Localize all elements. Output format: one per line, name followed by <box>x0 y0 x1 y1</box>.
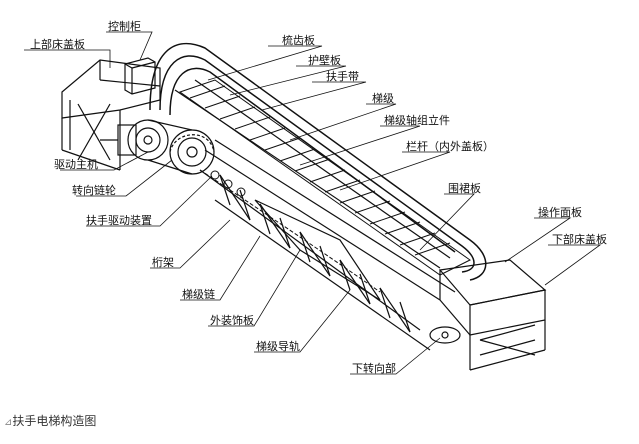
label-guard-panel: 护壁板 <box>308 54 341 67</box>
leader-lines <box>24 31 602 375</box>
lower-landing <box>429 259 547 371</box>
label-turn-sprocket: 转向链轮 <box>72 184 116 197</box>
handrail <box>149 43 487 281</box>
label-handrail: 扶手带 <box>326 70 359 83</box>
step-chain <box>199 169 381 293</box>
label-lower-turn: 下转向部 <box>352 362 396 375</box>
drive-motor <box>100 119 169 161</box>
label-drive-motor: 驱动主机 <box>54 158 98 171</box>
caption-text: 扶手电梯构造图 <box>12 414 97 428</box>
label-lower-cover: 下部床盖板 <box>552 233 607 246</box>
label-handrail-drive: 扶手驱动装置 <box>86 214 152 227</box>
escalator-structure-diagram <box>24 31 602 375</box>
label-upper-cover: 上部床盖板 <box>30 38 85 51</box>
figure-caption: ⊿扶手电梯构造图 <box>4 412 96 429</box>
label-balustrade: 栏杆（内外盖板） <box>406 140 494 153</box>
label-step-track: 梯级导轨 <box>256 340 300 353</box>
label-comb-plate: 梳齿板 <box>282 34 315 47</box>
guard-panel <box>174 79 451 269</box>
label-truss: 桁架 <box>152 256 174 269</box>
label-step-axle: 梯级轴组立件 <box>384 114 450 127</box>
label-control-box: 控制柜 <box>108 20 141 33</box>
turn-sprocket <box>147 119 215 175</box>
label-step: 梯级 <box>372 92 394 105</box>
label-operation-panel: 操作面板 <box>538 206 582 219</box>
control-box <box>124 57 156 95</box>
label-skirt-panel: 围裙板 <box>448 182 481 195</box>
caption-mark: ⊿ <box>4 417 13 428</box>
step-band <box>178 79 471 276</box>
label-step-chain: 梯级链 <box>182 288 215 301</box>
label-outer-cladding: 外装饰板 <box>210 314 254 327</box>
